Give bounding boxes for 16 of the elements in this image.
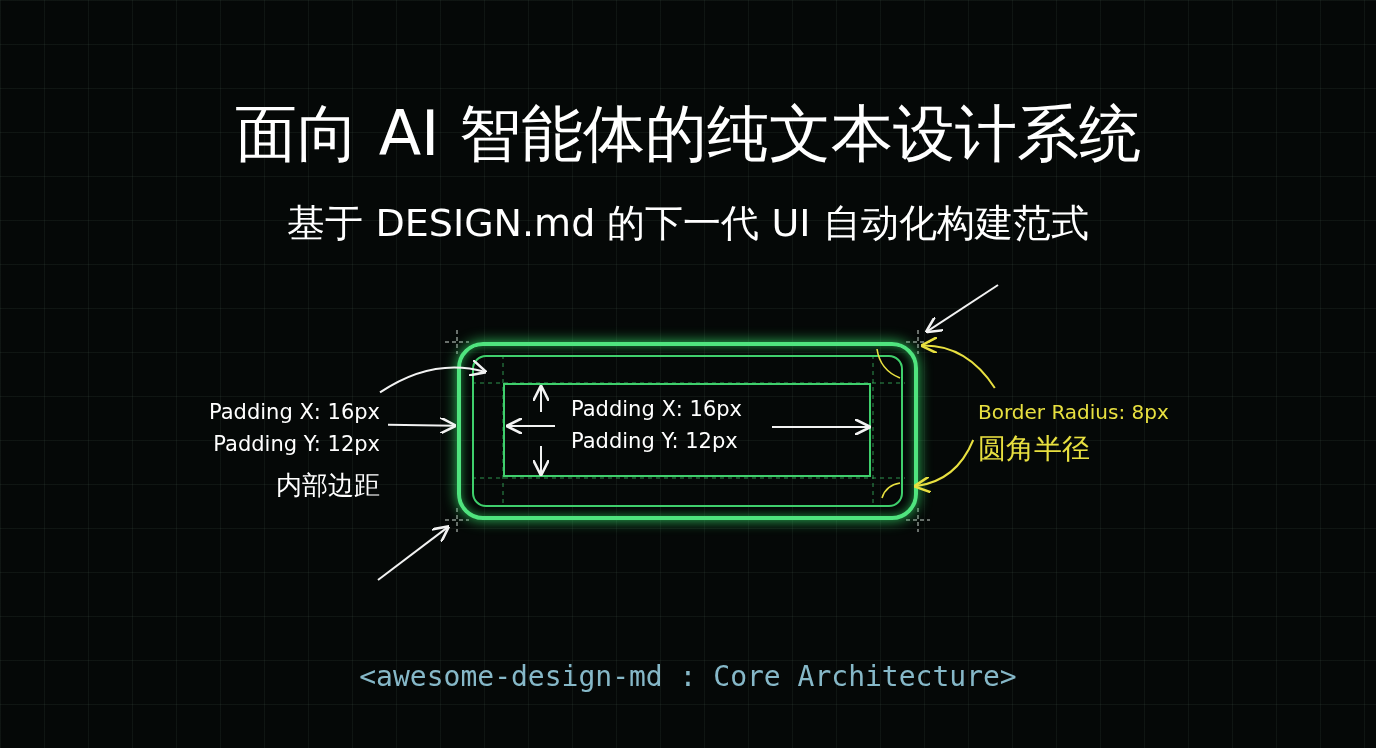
radius-caption: 圆角半径 (978, 431, 1091, 467)
leader-arrow (379, 359, 488, 394)
radius-label: Border Radius: 8px (978, 400, 1170, 424)
pointer-arrow (924, 284, 999, 334)
leader-arrow (387, 416, 458, 435)
outer-box (457, 342, 918, 520)
leader-arrow (912, 439, 975, 493)
padding-label: Padding X: 16px Padding Y: 12px (208, 399, 380, 458)
pointer-arrow (377, 524, 451, 581)
content-box (503, 383, 871, 477)
padding-caption: 内部边距 (275, 469, 380, 502)
leader-arrow (919, 336, 996, 389)
subtitle: 基于 DESIGN.md 的下一代 UI 自动化构建范式 (286, 200, 1090, 247)
footer-text: <awesome-design-md : Core Architecture> (358, 660, 1018, 693)
title: 面向 AI 智能体的纯文本设计系统 (233, 96, 1143, 172)
padding-label: Padding X: 16px Padding Y: 12px (571, 396, 743, 455)
